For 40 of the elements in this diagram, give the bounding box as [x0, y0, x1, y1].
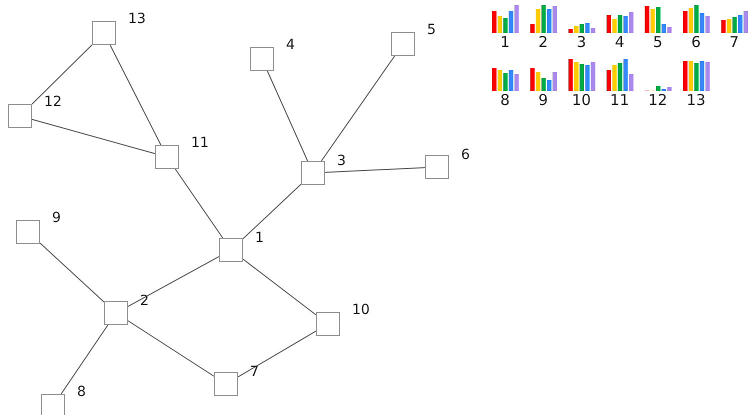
connector-line — [40, 242, 104, 302]
connector-line — [174, 168, 224, 238]
node-number: 3 — [337, 154, 346, 168]
connector-line — [238, 330, 316, 378]
connector-line — [110, 44, 162, 146]
chart-number: 9 — [538, 93, 548, 108]
node-number: 13 — [128, 12, 146, 26]
node-number: 5 — [427, 23, 436, 37]
chart-number: 1 — [500, 35, 510, 50]
connector-line — [32, 44, 92, 105]
chart-number: 10 — [572, 93, 591, 108]
chart-number: 11 — [610, 93, 630, 108]
node-number: 2 — [140, 294, 149, 308]
node-number: 10 — [352, 303, 370, 317]
chart-number: 5 — [653, 35, 663, 50]
node-number: 9 — [52, 211, 61, 225]
chart-number: 6 — [691, 35, 701, 50]
node-number: 12 — [44, 95, 62, 109]
node-number: 7 — [250, 365, 259, 379]
node-number: 11 — [191, 136, 209, 150]
connector-line — [128, 320, 214, 377]
node-number: 4 — [286, 38, 295, 52]
connector-line — [60, 324, 108, 394]
connector-line — [320, 56, 396, 162]
chart-number: 8 — [500, 93, 510, 108]
connector-line — [32, 118, 156, 154]
chart-number: 12 — [648, 93, 668, 108]
chart-number: 7 — [729, 35, 739, 50]
connector-line — [242, 258, 316, 316]
connector-line — [242, 184, 302, 240]
chart-number: 3 — [576, 35, 586, 50]
node-number: 6 — [461, 148, 470, 162]
connector-line — [128, 256, 220, 307]
connector-line — [266, 70, 308, 162]
node-number: 8 — [77, 385, 86, 399]
chart-number: 13 — [686, 93, 706, 108]
node-number: 1 — [255, 231, 264, 245]
connector-line — [324, 167, 426, 173]
chart-number: 4 — [614, 35, 624, 50]
chart-number: 2 — [538, 35, 548, 50]
